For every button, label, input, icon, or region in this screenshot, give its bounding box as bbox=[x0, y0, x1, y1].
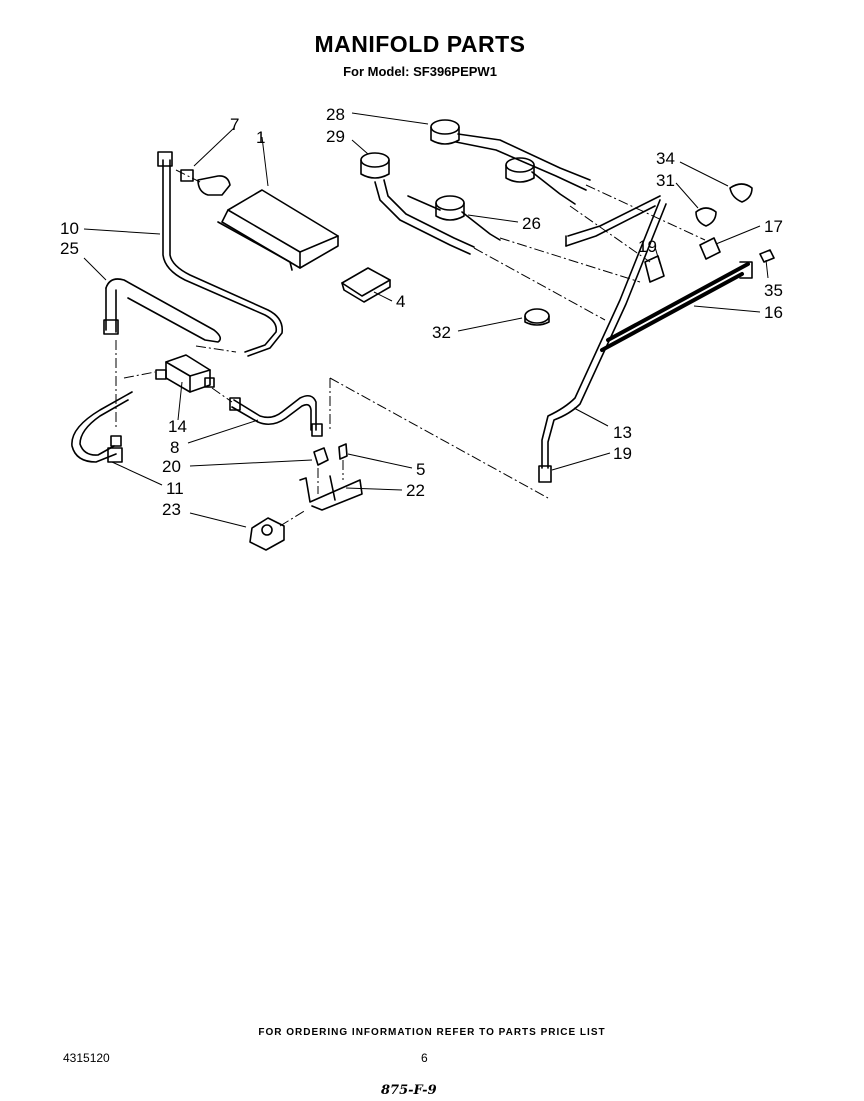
callout-16: 16 bbox=[764, 303, 783, 322]
callout-35: 35 bbox=[764, 281, 783, 300]
callout-10: 10 bbox=[60, 219, 79, 238]
part-25-bend-tube bbox=[103, 278, 222, 343]
handwritten-note: 875-F-9 bbox=[381, 1083, 437, 1098]
callout-7: 7 bbox=[230, 115, 239, 134]
document-number: 4315120 bbox=[63, 1051, 110, 1065]
page-number: 6 bbox=[421, 1051, 428, 1065]
part-7-fitting bbox=[180, 169, 194, 182]
part-10-tube bbox=[157, 151, 284, 357]
callout-25: 25 bbox=[60, 239, 79, 258]
part-13-tube bbox=[538, 199, 667, 483]
callout-labels: 28 29 7 1 34 31 17 10 25 19 26 35 4 16 3… bbox=[60, 105, 783, 519]
part-32-knob bbox=[524, 308, 550, 326]
callout-26: 26 bbox=[522, 214, 541, 233]
parts-20-5-22-23 bbox=[249, 443, 363, 551]
part-4-bracket bbox=[341, 267, 391, 303]
callout-22: 22 bbox=[406, 481, 425, 500]
callout-11: 11 bbox=[166, 479, 184, 498]
callout-14: 14 bbox=[168, 417, 187, 436]
dash-lines bbox=[115, 169, 706, 527]
callout-19-bottom: 19 bbox=[613, 444, 632, 463]
callout-32: 32 bbox=[432, 323, 451, 342]
callout-8: 8 bbox=[170, 438, 179, 457]
callout-4: 4 bbox=[396, 292, 405, 311]
model-subtitle: For Model: SF396PEPW1 bbox=[343, 64, 497, 79]
top-burners bbox=[360, 119, 591, 255]
callout-23: 23 bbox=[162, 500, 181, 519]
callout-1: 1 bbox=[256, 128, 265, 147]
callout-20: 20 bbox=[162, 457, 181, 476]
ordering-note: FOR ORDERING INFORMATION REFER TO PARTS … bbox=[258, 1027, 606, 1038]
part-14-valve bbox=[155, 354, 215, 393]
callout-17: 17 bbox=[764, 217, 783, 236]
callout-31: 31 bbox=[656, 171, 675, 190]
page-title: MANIFOLD PARTS bbox=[314, 31, 526, 57]
callout-34: 34 bbox=[656, 149, 675, 168]
leader-lines bbox=[83, 112, 769, 528]
part-1-burner-box bbox=[197, 175, 339, 271]
callout-5: 5 bbox=[416, 460, 425, 479]
callout-13: 13 bbox=[613, 423, 632, 442]
part-16-manifold bbox=[565, 183, 775, 352]
part-8-tube bbox=[229, 394, 323, 437]
part-11-tube bbox=[71, 391, 133, 463]
callout-28: 28 bbox=[326, 105, 345, 124]
callout-29: 29 bbox=[326, 127, 345, 146]
callout-19-top: 19 bbox=[638, 237, 657, 256]
